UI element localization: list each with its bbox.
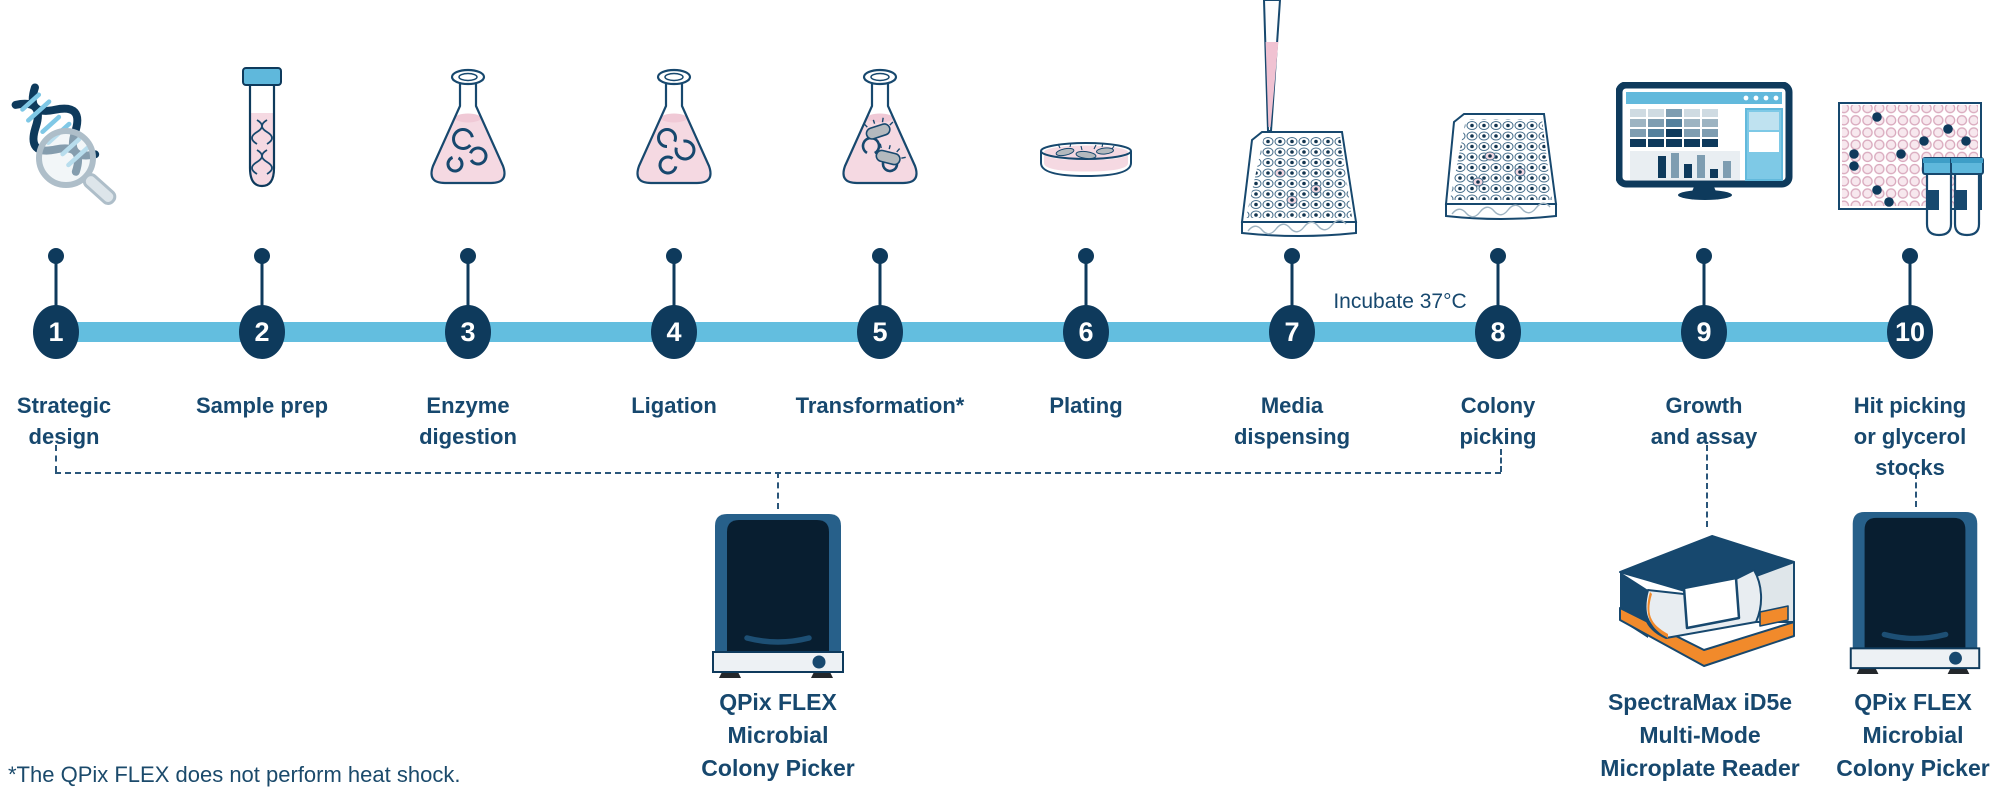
step-number-badge: 3 — [445, 305, 491, 359]
incubate-annotation: Incubate 37°C — [1333, 290, 1467, 313]
microplate-pipette-icon — [1238, 0, 1360, 245]
flask-plasmids-icon — [418, 66, 518, 197]
footnote: *The QPix FLEX does not perform heat sho… — [8, 762, 461, 787]
qpix-flex-instrument-icon — [703, 510, 853, 687]
step-connector-dot — [1284, 248, 1300, 264]
step-connector — [260, 258, 264, 310]
step-label: Enzyme digestion — [419, 393, 517, 449]
qpix-left-caption: QPix FLEX Microbial Colony Picker — [701, 689, 855, 781]
step-connector — [1496, 258, 1500, 310]
step-number-badge: 9 — [1681, 305, 1727, 359]
bracket-right-drop — [1500, 449, 1502, 472]
step-number-badge: 4 — [651, 305, 697, 359]
step-connector-dot — [872, 248, 888, 264]
step-connector-dot — [666, 248, 682, 264]
step-label: Hit picking or glycerol stocks — [1853, 393, 1967, 480]
dna-magnifier-icon — [0, 82, 120, 205]
step-number-badge: 1 — [33, 305, 79, 359]
step-label: Plating — [1049, 393, 1123, 418]
step-connector — [878, 258, 882, 310]
step-number-badge: 7 — [1269, 305, 1315, 359]
timeline-bar — [50, 322, 1922, 342]
step-connector-dot — [1696, 248, 1712, 264]
step-label: Strategic design — [16, 393, 112, 449]
step-connector-dot — [48, 248, 64, 264]
step-number-badge: 2 — [239, 305, 285, 359]
step-label: Sample prep — [195, 393, 329, 418]
bracket-equipment-drop — [777, 472, 779, 509]
petri-dish-icon — [1036, 138, 1136, 193]
step-label: Ligation — [631, 393, 717, 418]
step-label: Transformation* — [795, 393, 965, 418]
step-connector-dot — [460, 248, 476, 264]
step-label: Colony picking — [1459, 393, 1537, 449]
step-connector-dot — [1078, 248, 1094, 264]
step-connector — [1908, 258, 1912, 310]
step-connector — [1702, 258, 1706, 310]
flask-bacteria-icon — [830, 66, 930, 197]
sample-tube-icon — [240, 66, 284, 197]
step-connector — [1084, 258, 1088, 310]
step-label: Growth and assay — [1650, 393, 1758, 449]
spectramax-id5e-instrument-icon — [1608, 524, 1803, 681]
microplate-icon — [1442, 110, 1560, 241]
qpix-right-caption: QPix FLEX Microbial Colony Picker — [1836, 689, 1990, 781]
step-number-badge: 10 — [1887, 305, 1933, 359]
step-connector — [466, 258, 470, 310]
step-connector — [1290, 258, 1294, 310]
step-connector-dot — [1490, 248, 1506, 264]
step-number-badge: 8 — [1475, 305, 1521, 359]
step-connector-dot — [1902, 248, 1918, 264]
bracket-left-drop — [55, 445, 57, 472]
monitor-assay-icon — [1615, 81, 1796, 207]
step-connector — [54, 258, 58, 310]
plate-cryotubes-icon — [1838, 102, 1990, 245]
step-label: Media dispensing — [1233, 393, 1351, 449]
spectramax-caption: SpectraMax iD5e Multi-Mode Microplate Re… — [1600, 689, 1800, 781]
flask-ligation-icon — [624, 66, 724, 197]
step-number-badge: 6 — [1063, 305, 1109, 359]
step-connector — [672, 258, 676, 310]
step9-equipment-drop — [1706, 445, 1708, 527]
step10-equipment-drop — [1915, 473, 1917, 507]
qpix-flex-instrument-icon — [1840, 508, 1990, 683]
step-number-badge: 5 — [857, 305, 903, 359]
step-connector-dot — [254, 248, 270, 264]
